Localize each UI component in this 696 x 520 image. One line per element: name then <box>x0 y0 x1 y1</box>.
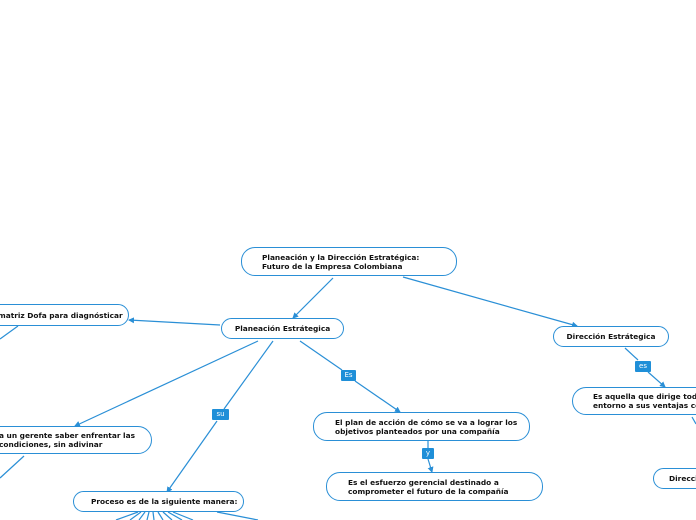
edge-planeacion-su <box>223 340 274 410</box>
edge-proceso-b7 <box>162 511 173 520</box>
node-esfuerzo-gerencial[interactable]: Es el esfuerzo gerencial destinado a com… <box>326 472 543 501</box>
node-es-aquella[interactable]: Es aquella que dirige toda entorno a sus… <box>572 387 696 415</box>
node-direccion-partial[interactable]: Direcci <box>653 468 696 489</box>
edge-es-aquella <box>647 371 666 388</box>
edge-proceso-b1 <box>115 511 139 520</box>
node-gerente[interactable]: a un gerente saber enfrentar las condici… <box>0 426 152 454</box>
edge-root-planeacion <box>292 277 334 319</box>
edge-gerente-out <box>0 455 25 479</box>
node-root[interactable]: Planeación y la Dirección Estratégica: F… <box>241 247 457 276</box>
link-label-y: y <box>422 448 434 459</box>
node-plan-de-accion[interactable]: El plan de acción de cómo se va a lograr… <box>313 412 530 441</box>
edge-proceso-b3 <box>138 511 146 520</box>
link-label-es-lower: es <box>635 361 651 372</box>
edge-proceso-b5 <box>152 511 155 520</box>
edge-proceso-b6 <box>157 511 164 520</box>
edge-proceso-right <box>216 511 259 520</box>
edge-y-esfuerzo <box>427 458 434 473</box>
node-planeacion-estrategica[interactable]: Planeación Estrátegica <box>221 318 344 339</box>
edge-proceso-b2 <box>129 511 142 520</box>
edge-aquella-down <box>691 416 696 425</box>
edge-proceso-b4 <box>146 511 150 520</box>
link-label-es: Es <box>341 370 356 381</box>
edge-direccion-es <box>624 347 639 361</box>
edge-root-direccion <box>402 276 578 328</box>
node-direccion-estrategica[interactable]: Dirección Estrátegica <box>553 326 669 347</box>
edge-planeacion-es <box>299 340 343 371</box>
edge-es-plan <box>354 380 401 413</box>
link-label-su: su <box>212 409 229 420</box>
edge-proceso-b9 <box>172 511 194 520</box>
edge-planeacion-gerente <box>74 340 259 427</box>
edge-planeacion-dofa <box>128 317 221 326</box>
node-proceso[interactable]: Proceso es de la siguiente manera: <box>73 491 244 512</box>
edge-dofa-out <box>0 325 19 340</box>
edge-su-proceso <box>166 420 218 493</box>
edge-proceso-b8 <box>167 511 183 520</box>
node-matriz-dofa[interactable]: matriz Dofa para diagnósticar <box>0 304 129 326</box>
